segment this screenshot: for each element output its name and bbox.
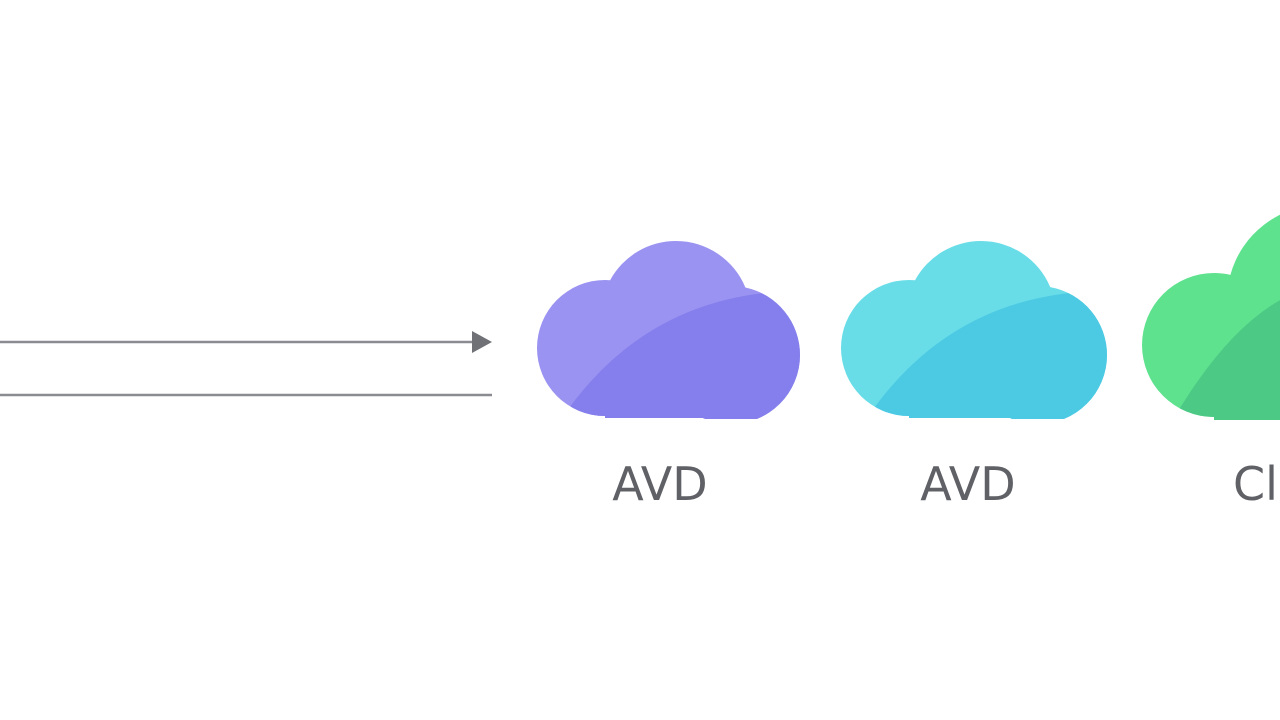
cloud-icon xyxy=(841,241,1107,419)
cloud-shade xyxy=(560,290,800,419)
node-label-1: AVD xyxy=(612,457,708,511)
cloud-icon xyxy=(537,241,800,419)
node-label-3: Cl xyxy=(1233,457,1278,511)
cloud-node-2 xyxy=(835,241,1109,419)
cloud-node-3 xyxy=(1142,205,1280,420)
cloud-shade xyxy=(865,290,1107,419)
cloud-icon xyxy=(1142,205,1280,420)
arrowhead-icon xyxy=(472,331,492,353)
cloud-shade xyxy=(1167,290,1280,420)
cloud-node-1 xyxy=(530,241,802,419)
node-label-2: AVD xyxy=(920,457,1016,511)
